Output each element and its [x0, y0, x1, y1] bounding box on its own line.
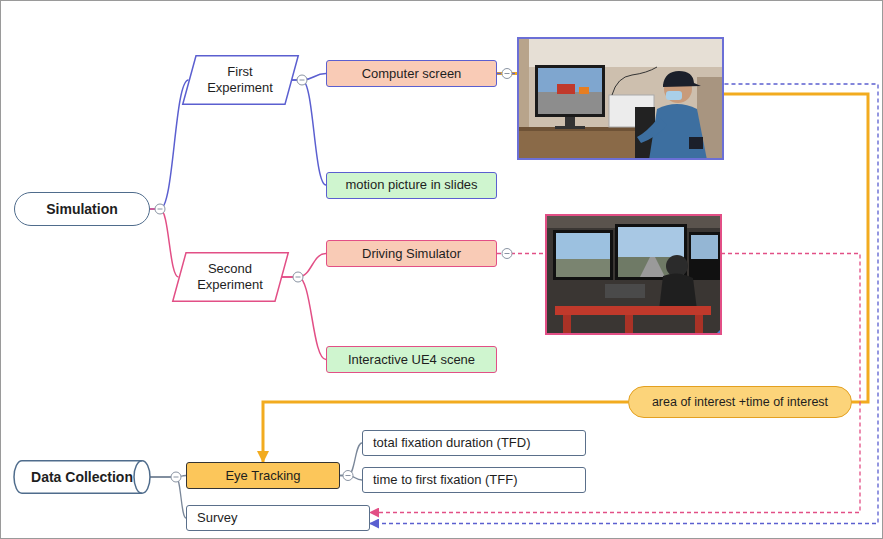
process-box: Computer screen: [326, 60, 497, 87]
process-box: motion picture in slides: [326, 172, 497, 199]
figure-part: [579, 87, 589, 94]
lab-photo-simulator: [545, 214, 722, 335]
branch-topic: First Experiment: [182, 55, 299, 105]
figure-part: [695, 315, 703, 335]
figure-part: [691, 235, 718, 259]
figure-part: [556, 233, 610, 259]
figure-part: [538, 92, 602, 114]
root-cylinder: Data Collection: [14, 460, 150, 494]
figure-part: [689, 137, 703, 149]
node-label: area of interest +time of interest: [652, 395, 828, 410]
figure-part: [615, 224, 687, 280]
figure-part: [640, 257, 665, 277]
figure-part: [557, 84, 575, 94]
figure-part: [666, 91, 682, 100]
figure-part: [517, 37, 724, 67]
connector: [150, 209, 179, 277]
figure-part: [296, 277, 301, 278]
figure-part: [174, 477, 179, 478]
connector: [370, 74, 878, 524]
figure-part: [535, 65, 605, 117]
node-label: motion picture in slides: [345, 177, 477, 193]
connector: [282, 254, 327, 278]
connector: [292, 80, 327, 185]
figure-part: [518, 38, 723, 159]
figure-part: [555, 126, 585, 129]
figure-part: [155, 204, 165, 214]
figure-part: [659, 273, 697, 310]
figure-part: [563, 315, 571, 335]
figure-part: [545, 214, 722, 335]
figure-part: [293, 272, 303, 282]
cylinder-body: [14, 461, 150, 494]
parallelogram-path: [172, 253, 288, 302]
connector: [370, 254, 860, 513]
method-box: Survey: [186, 505, 370, 531]
connector: [282, 277, 327, 360]
figure-part: [346, 475, 351, 476]
figure-part: [689, 232, 720, 280]
metric-box: total fixation duration (TFD): [362, 430, 586, 456]
method-box: Eye Tracking: [186, 462, 340, 489]
process-box: Interactive UE4 scene: [326, 346, 497, 373]
figure-part: [343, 471, 353, 481]
figure-part: [300, 80, 305, 81]
root-topic: Simulation: [14, 192, 150, 226]
figure-part: [625, 315, 633, 335]
node-label: First Experiment: [204, 64, 276, 95]
node-label: Survey: [197, 510, 237, 526]
process-box: Driving Simulator: [326, 240, 497, 267]
figure-part: [505, 73, 510, 74]
node-label: total fixation duration (TFD): [373, 435, 531, 451]
branch-topic: Second Experiment: [172, 252, 289, 302]
connector: [150, 477, 186, 518]
parallelogram-path: [182, 56, 298, 105]
callout-pill: area of interest +time of interest: [628, 386, 852, 418]
figure-part: [553, 230, 613, 280]
cylinder-end: [134, 461, 142, 494]
connector: [263, 402, 628, 462]
connector: [340, 443, 362, 476]
figure-part: [663, 71, 701, 87]
node-label: Data Collection: [31, 469, 133, 486]
connector: [150, 80, 189, 209]
node-label: time to first fixation (TFF): [373, 472, 517, 488]
connector-group: [150, 74, 878, 524]
figure-part: [171, 472, 181, 482]
node-label: Second Experiment: [194, 261, 266, 292]
node-label: Driving Simulator: [362, 246, 461, 262]
lab-photo-computer: [517, 37, 724, 160]
figure-part: [297, 75, 307, 85]
figure-part: [556, 259, 610, 277]
node-label: Interactive UE4 scene: [348, 352, 475, 368]
figure-part: [605, 284, 645, 298]
figure-part: [517, 37, 724, 160]
metric-box: time to first fixation (TFF): [362, 467, 586, 493]
figure-part: [555, 306, 711, 315]
figure-part: [502, 249, 512, 259]
node-label: Computer screen: [362, 66, 462, 82]
figure-part: [502, 69, 512, 79]
figure-part: [637, 117, 667, 143]
node-label: Simulation: [46, 201, 118, 218]
figure-part: [158, 209, 163, 210]
figure-part: [612, 67, 657, 95]
figure-part: [546, 215, 721, 334]
figure-part: [618, 227, 684, 257]
node-label: Eye Tracking: [225, 468, 300, 484]
figure-part: [505, 253, 510, 254]
collapse-knots: [155, 69, 512, 483]
